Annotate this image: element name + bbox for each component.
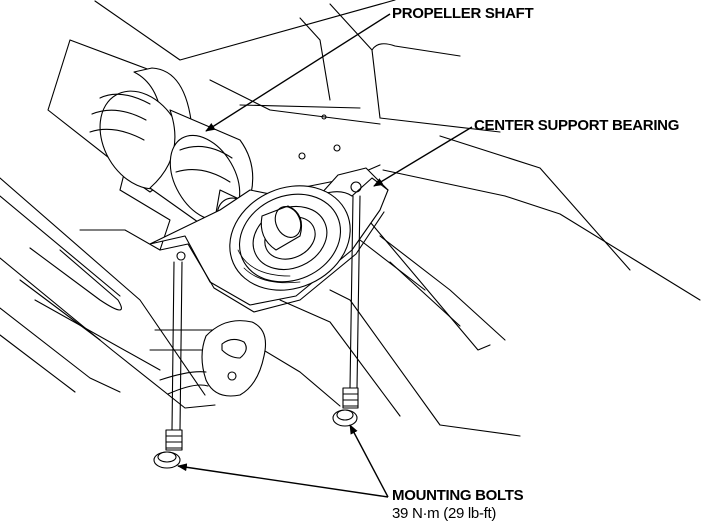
mounting-bolt-left xyxy=(153,261,183,469)
leader-propeller-shaft xyxy=(205,13,391,132)
leader-lines xyxy=(177,13,473,498)
label-center-support-bearing: CENTER SUPPORT BEARING xyxy=(474,117,680,134)
floor-panel xyxy=(0,0,701,437)
leader-center-bearing xyxy=(373,126,473,187)
mounting-bolt-right xyxy=(332,195,361,427)
propeller-shaft xyxy=(47,39,272,263)
exhaust-hanger xyxy=(159,320,267,397)
leader-bolt-right xyxy=(349,424,389,498)
center-support-bearing xyxy=(149,167,389,313)
label-propeller-shaft: PROPELLER SHAFT xyxy=(392,5,534,22)
label-torque-spec: 39 N·m (29 lb-ft) xyxy=(392,505,497,522)
leader-bolt-left xyxy=(177,463,389,498)
label-mounting-bolts: MOUNTING BOLTS xyxy=(392,487,524,504)
